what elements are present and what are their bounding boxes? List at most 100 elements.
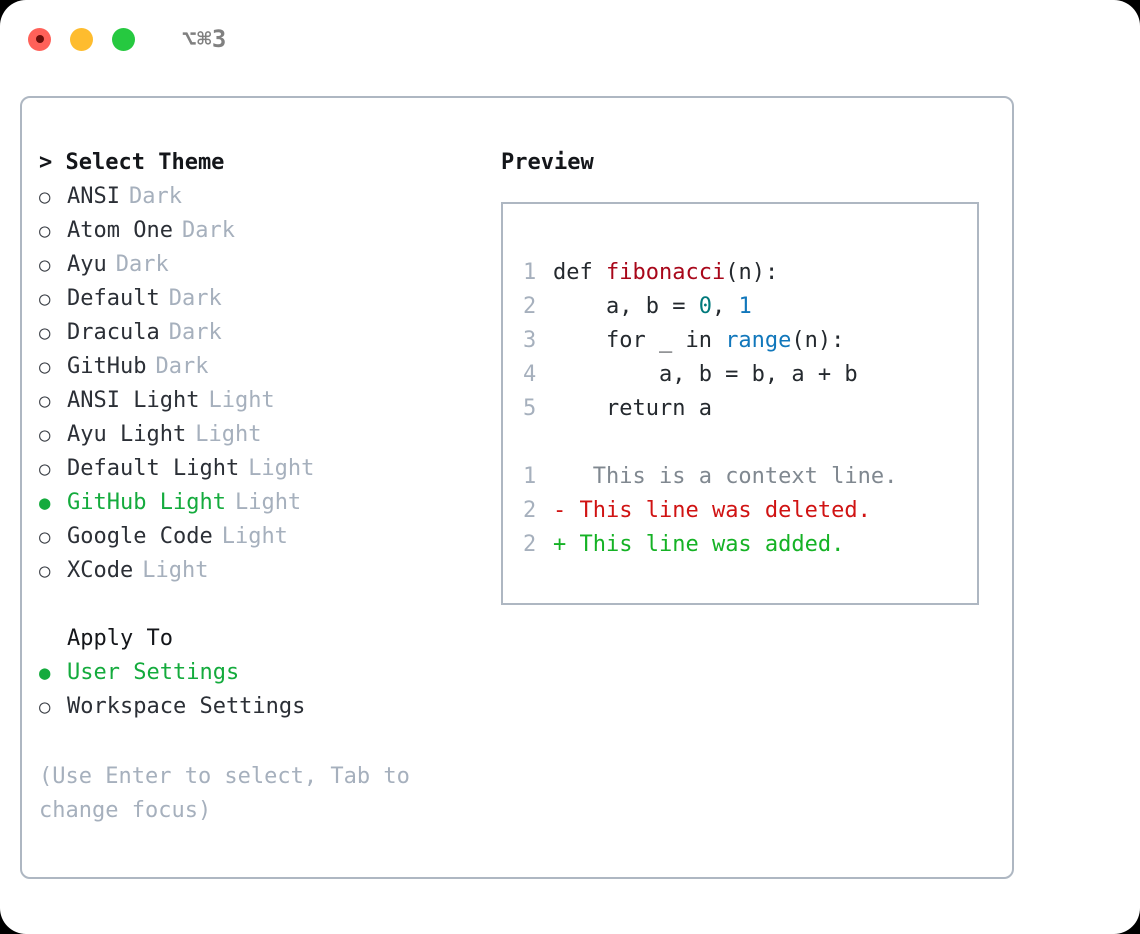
- code-line-number: 4: [523, 362, 537, 387]
- diff-line-number: 1: [523, 464, 537, 489]
- theme-option-label: ANSI Light: [67, 388, 200, 413]
- code-line-content: for _ in range(n):: [553, 324, 844, 358]
- code-line-content: def fibonacci(n):: [553, 256, 778, 290]
- theme-option-label: Default Light: [67, 456, 240, 481]
- preview-heading: Preview: [501, 150, 594, 175]
- select-theme-heading: > Select Theme: [39, 150, 225, 175]
- minimize-window-button[interactable]: [70, 27, 93, 51]
- code-diff-gap: [523, 426, 977, 460]
- apply-to-heading: Apply To: [67, 626, 173, 651]
- apply-to-option-label: Workspace Settings: [67, 694, 306, 719]
- theme-option-label: ANSI: [67, 184, 120, 209]
- maximize-window-button[interactable]: [112, 27, 135, 51]
- diff-marker: -: [553, 498, 567, 523]
- code-line-number: 5: [523, 396, 537, 421]
- diff-sample: 1 This is a context line.2- This line wa…: [523, 460, 977, 562]
- diff-line-text: This is a context line.: [566, 464, 898, 489]
- radio-unselected-icon: ○: [39, 424, 51, 446]
- diff-line-add: 2+ This line was added.: [523, 528, 977, 562]
- list-spacer: [39, 588, 484, 622]
- radio-unselected-icon: ○: [39, 322, 51, 344]
- code-line-content: a, b = 0, 1: [553, 290, 752, 324]
- theme-option-label: XCode: [67, 558, 134, 583]
- diff-line-number: 2: [523, 498, 537, 523]
- keyboard-hint-text: (Use Enter to select, Tab to change focu…: [39, 764, 410, 823]
- theme-option-label: GitHub Light: [67, 490, 226, 515]
- theme-category-tag: Dark: [168, 286, 222, 311]
- code-token-plain: (n):: [791, 328, 845, 353]
- theme-category-tag: Light: [221, 524, 288, 549]
- radio-unselected-icon: ○: [39, 356, 51, 378]
- theme-category-tag: Light: [195, 422, 262, 447]
- radio-unselected-icon: ○: [39, 288, 51, 310]
- theme-option-ansi[interactable]: ○ ANSI Dark: [39, 180, 484, 214]
- theme-option-default-light[interactable]: ○ Default Light Light: [39, 452, 484, 486]
- theme-category-tag: Light: [142, 558, 209, 583]
- close-window-button[interactable]: [28, 27, 51, 51]
- apply-to-option-label: User Settings: [67, 660, 240, 685]
- close-icon: [35, 35, 44, 43]
- code-line: 3 for _ in range(n):: [523, 324, 977, 358]
- code-token-plain: ,: [711, 294, 739, 319]
- code-token-plain: a, b = b, a + b: [553, 362, 858, 387]
- hint-spacer: [39, 724, 484, 760]
- code-line-content: a, b = b, a + b: [553, 358, 858, 392]
- diff-line-text: This line was deleted.: [566, 498, 871, 523]
- radio-selected-icon: ●: [39, 662, 51, 684]
- code-token-num0: 0: [698, 294, 712, 319]
- code-token-plain: return a: [553, 396, 712, 421]
- diff-marker: [553, 460, 566, 494]
- traffic-lights: [28, 27, 135, 51]
- theme-option-ansi-light[interactable]: ○ ANSI Light Light: [39, 384, 484, 418]
- keyboard-shortcut-label: ⌥⌘3: [182, 25, 227, 53]
- apply-to-option-workspace-settings[interactable]: ○ Workspace Settings: [39, 690, 484, 724]
- theme-category-tag: Dark: [155, 354, 209, 379]
- apply-to-option-user-settings[interactable]: ● User Settings: [39, 656, 484, 690]
- theme-category-tag: Dark: [168, 320, 222, 345]
- code-line: 4 a, b = b, a + b: [523, 358, 977, 392]
- theme-option-google-code[interactable]: ○ Google Code Light: [39, 520, 484, 554]
- radio-unselected-icon: ○: [39, 696, 51, 718]
- radio-unselected-icon: ○: [39, 390, 51, 412]
- code-line-number: 3: [523, 328, 537, 353]
- theme-category-tag: Dark: [128, 184, 182, 209]
- theme-category-tag: Light: [234, 490, 302, 515]
- theme-category-tag: Light: [208, 388, 275, 413]
- theme-category-tag: Dark: [181, 218, 235, 243]
- code-line: 5 return a: [523, 392, 977, 426]
- diff-line-text: This line was added.: [566, 532, 845, 557]
- diff-line-number: 2: [523, 532, 537, 557]
- apply-to-option-list: ● User Settings ○ Workspace Settings: [39, 656, 484, 724]
- titlebar: ⌥⌘3: [0, 0, 1140, 78]
- diff-line-del: 2- This line was deleted.: [523, 494, 977, 528]
- theme-category-tag: Dark: [115, 252, 169, 277]
- code-token-plain: def: [553, 260, 606, 285]
- theme-option-label: Ayu Light: [67, 422, 187, 447]
- diff-line-ctx: 1 This is a context line.: [523, 460, 977, 494]
- radio-unselected-icon: ○: [39, 526, 51, 548]
- radio-unselected-icon: ○: [39, 458, 51, 480]
- code-token-plain: (n):: [725, 260, 779, 285]
- theme-option-label: Google Code: [67, 524, 213, 549]
- theme-category-tag: Light: [248, 456, 315, 481]
- radio-unselected-icon: ○: [39, 254, 51, 276]
- code-token-plain: a, b =: [553, 294, 699, 319]
- theme-option-ayu-light[interactable]: ○ Ayu Light Light: [39, 418, 484, 452]
- radio-unselected-icon: ○: [39, 186, 51, 208]
